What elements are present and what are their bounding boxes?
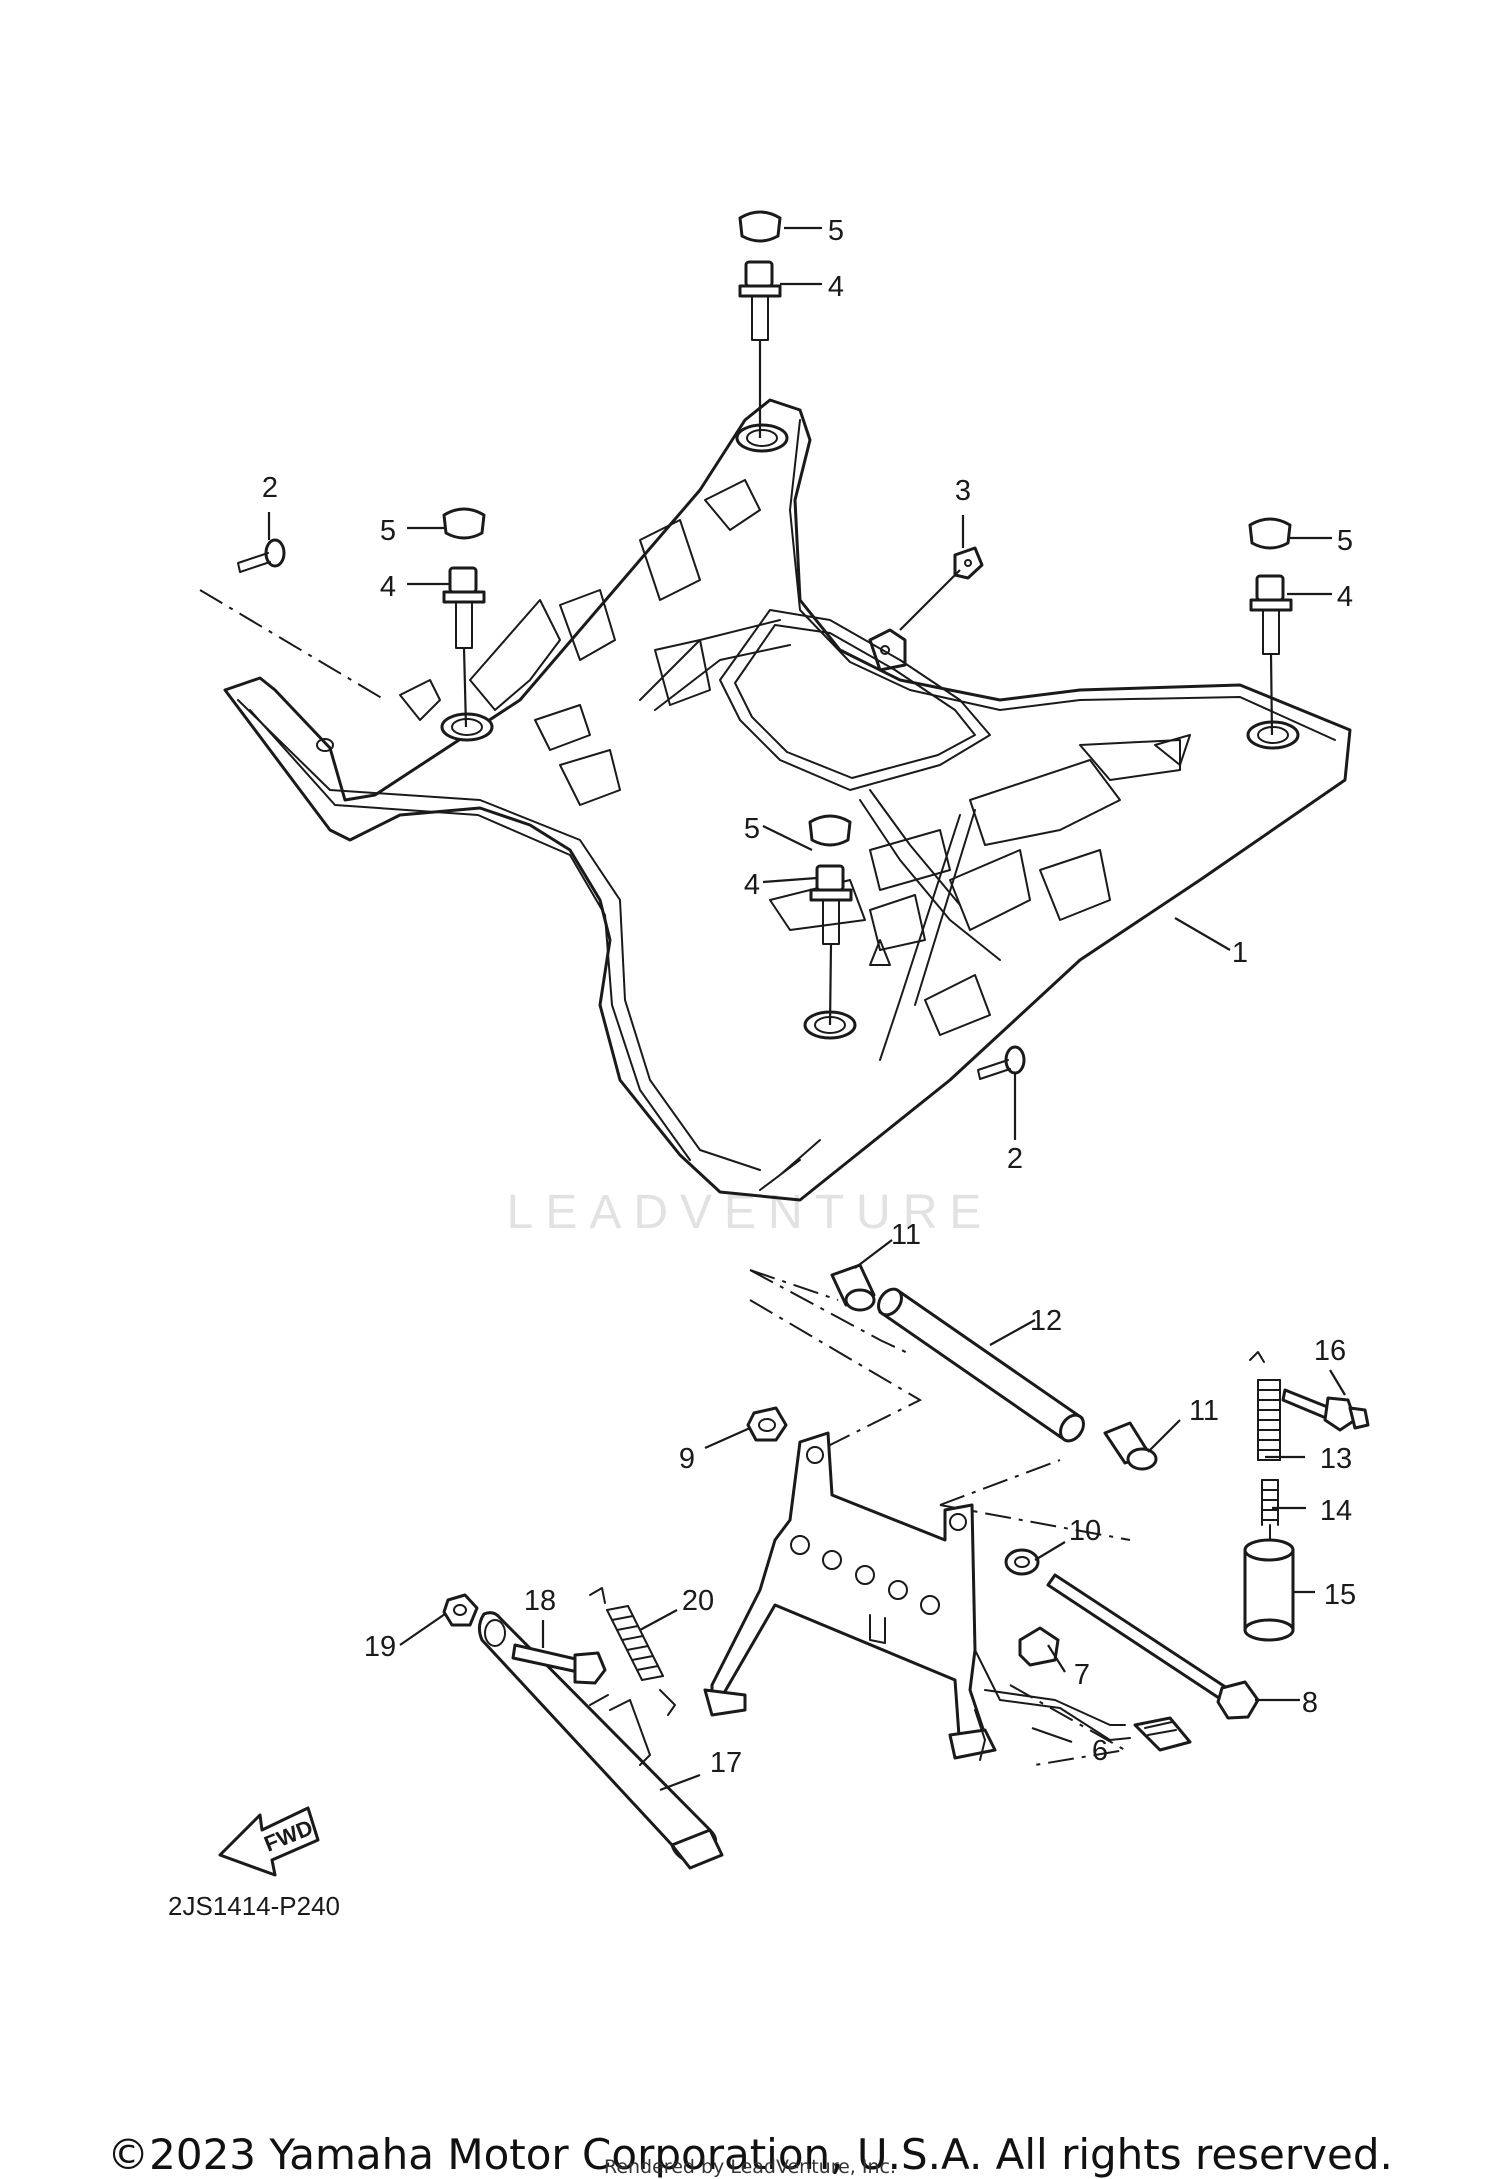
callout-5: 5: [380, 515, 396, 547]
rendered-by-notice: Rendered by LeadVenture, Inc.: [603, 2156, 897, 2178]
callout-5: 5: [1337, 525, 1353, 557]
callout-20: 20: [682, 1585, 714, 1617]
screw-left: [199, 538, 386, 701]
drawing-code: 2JS1414-P240: [168, 1891, 340, 1921]
screw-right: [977, 1045, 1026, 1080]
callout-15: 15: [1324, 1579, 1356, 1611]
callout-2: 2: [262, 472, 278, 504]
callout-12: 12: [1030, 1305, 1062, 1337]
callout-3: 3: [955, 475, 971, 507]
callout-13: 13: [1320, 1443, 1352, 1475]
callout-5: 5: [828, 215, 844, 247]
callout-4: 4: [744, 869, 760, 901]
callout-9: 9: [679, 1443, 695, 1475]
callout-19: 19: [364, 1631, 396, 1663]
bracket-clip: [899, 546, 984, 631]
callout-18: 18: [524, 1585, 556, 1617]
bolt-stack-right: [1248, 517, 1293, 736]
callout-6: 6: [1092, 1735, 1108, 1767]
callout-16: 16: [1314, 1335, 1346, 1367]
callout-11: 11: [891, 1219, 921, 1251]
callout-14: 14: [1320, 1495, 1352, 1527]
callout-4: 4: [380, 571, 396, 603]
spring-assembly: [1243, 1351, 1370, 1642]
bolt-stack-left: [442, 507, 486, 728]
side-stand: [442, 1587, 724, 1870]
callout-10: 10: [1069, 1515, 1101, 1547]
callout-5: 5: [744, 813, 760, 845]
bolt-stack-top: [738, 210, 782, 438]
fwd-arrow-icon: FWD: [218, 1806, 320, 1877]
callout-7: 7: [1074, 1659, 1090, 1691]
callout-11: 11: [1189, 1395, 1219, 1427]
callout-1: 1: [1232, 937, 1248, 969]
callout-4: 4: [828, 271, 844, 303]
callout-17: 17: [710, 1747, 742, 1779]
copyright-notice: ©2023 Yamaha Motor Corporation, U.S.A. A…: [107, 2130, 1393, 2179]
callout-4: 4: [1337, 581, 1353, 613]
leader-lines: [267, 226, 1346, 1792]
bolt-stack-center: [808, 814, 853, 1026]
callout-8: 8: [1302, 1687, 1318, 1719]
main-stand: [703, 1263, 1260, 1766]
callout-2: 2: [1007, 1143, 1023, 1175]
